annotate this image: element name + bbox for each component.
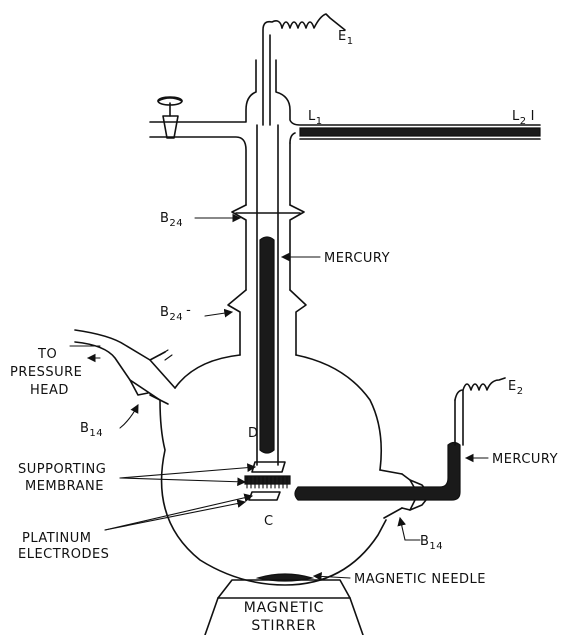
electrode-wire-e1 <box>262 13 346 126</box>
label-membrane: MEMBRANE <box>25 479 104 494</box>
mercury-tube-right <box>294 441 461 501</box>
label-supporting: SUPPORTING <box>18 462 106 477</box>
label-electrodes: ELECTRODES <box>18 547 109 562</box>
label-head: HEAD <box>30 383 69 398</box>
label-stirrer-magnetic: MAGNETIC <box>244 600 324 616</box>
label-pressure: PRESSURE <box>10 365 82 380</box>
label-e2: E2 <box>508 379 524 397</box>
flask-body <box>159 354 403 586</box>
label-b14-right: B14 <box>420 534 443 552</box>
joint-b24-lower <box>227 289 307 356</box>
label-b14-left: B14 <box>80 421 103 439</box>
label-d: D <box>248 426 259 441</box>
capillary-l1-l2 <box>299 127 541 137</box>
label-platinum: PLATINUM <box>22 531 92 546</box>
label-mercury-top: MERCURY <box>324 251 390 266</box>
side-arm-left <box>69 329 176 405</box>
mercury-column-top <box>259 236 275 454</box>
label-e1: E1 <box>338 29 354 47</box>
label-mercury-right: MERCURY <box>492 452 558 467</box>
magnetic-stirrer <box>204 573 364 635</box>
label-magnetic-needle: MAGNETIC NEEDLE <box>354 572 486 587</box>
label-to: TO <box>37 347 57 362</box>
pointer-lines <box>104 213 489 581</box>
label-c: C <box>264 514 274 529</box>
label-b24-lower: B24- <box>160 303 191 323</box>
label-stirrer: STIRRER <box>251 618 316 634</box>
inner-electrode-tube <box>256 124 279 466</box>
label-b24-upper: B24 <box>160 211 183 229</box>
top-head <box>149 59 541 206</box>
label-l1: L1 <box>308 109 323 127</box>
side-arm-right <box>294 377 506 511</box>
